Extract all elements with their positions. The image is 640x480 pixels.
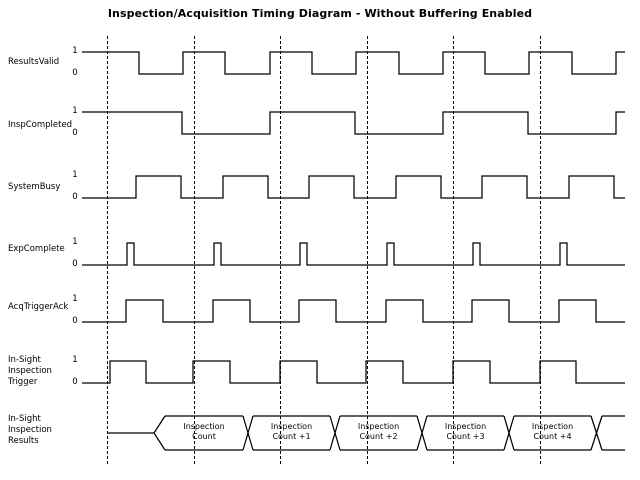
time-marker-2 [193, 36, 195, 464]
level-low-ExpComplete: 0 [72, 259, 78, 269]
level-high-InSightInspectionTrigger: 1 [72, 355, 78, 365]
time-marker-6 [539, 36, 541, 464]
level-high-InspCompleted: 1 [72, 106, 78, 116]
level-low-SystemBusy: 0 [72, 192, 78, 202]
waveform-ResultsValid [82, 51, 625, 75]
time-marker-1 [107, 36, 108, 464]
signal-label-acqtriggerack: AcqTriggerAck [8, 302, 69, 312]
time-marker-5 [453, 36, 454, 464]
level-high-AcqTriggerAck: 1 [72, 294, 78, 304]
level-low-InSightInspectionTrigger: 0 [72, 377, 78, 387]
signal-label-expcomplete: ExpComplete [8, 244, 65, 254]
bus-value-3: Inspection Count +2 [357, 422, 400, 441]
signal-label-systembusy: SystemBusy [8, 182, 61, 192]
level-high-SystemBusy: 1 [72, 170, 78, 180]
time-marker-3 [280, 36, 281, 464]
time-marker-4 [366, 36, 368, 464]
bus-value-1: Inspection Count [183, 422, 225, 441]
signal-label-resultsvalid: ResultsValid [8, 57, 60, 67]
waveform-SystemBusy [82, 175, 625, 199]
signal-label-inspcompleted: InspCompleted [8, 120, 73, 130]
waveform-ExpComplete [82, 242, 625, 266]
waveform-InSightInspectionTrigger [82, 360, 625, 384]
level-high-ResultsValid: 1 [72, 46, 78, 56]
signal-label-insight-inspection-results: In-Sight Inspection Results [8, 414, 52, 446]
signal-label-insight-inspection-trigger: In-Sight Inspection Trigger [8, 355, 52, 387]
level-high-ExpComplete: 1 [72, 237, 78, 247]
bus-value-5: Inspection Count +4 [531, 422, 574, 441]
waveform-AcqTriggerAck [82, 299, 625, 323]
waveform-InSightInspectionResults [108, 415, 625, 451]
bus-value-4: Inspection Count +3 [444, 422, 487, 441]
waveform-InspCompleted [82, 111, 625, 135]
page-title: Inspection/Acquisition Timing Diagram - … [107, 7, 533, 20]
bus-value-2: Inspection Count +1 [270, 422, 313, 441]
level-low-InspCompleted: 0 [72, 128, 78, 138]
level-low-AcqTriggerAck: 0 [72, 316, 78, 326]
level-low-ResultsValid: 0 [72, 68, 78, 78]
